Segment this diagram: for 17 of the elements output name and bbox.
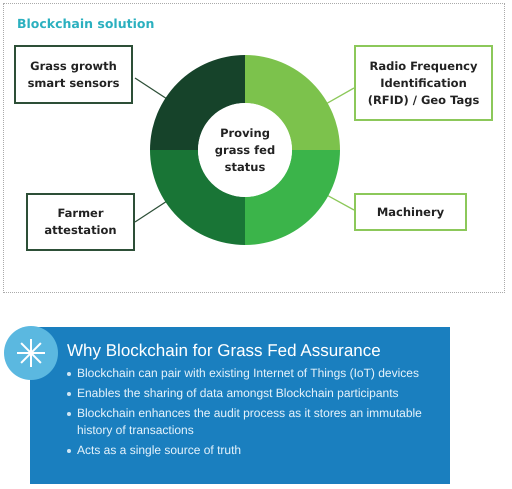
- bullet-item: Blockchain can pair with existing Internet of Things (IoT) devices: [65, 365, 450, 382]
- bullet-item: Blockchain enhances the audit process as it stores an immutable history of transactions: [65, 405, 450, 439]
- panel-frame: [3, 3, 505, 293]
- leader-line: [326, 194, 354, 211]
- label-box: Farmer attestation: [26, 193, 135, 251]
- label-box: Grass growth smart sensors: [14, 45, 133, 104]
- leader-line: [134, 77, 168, 100]
- leader-line: [326, 87, 354, 105]
- info-card: [30, 327, 450, 484]
- bullet-item: Enables the sharing of data amongst Blockchain participants: [65, 385, 450, 402]
- label-box: Machinery: [354, 193, 467, 231]
- bullet-item: Acts as a single source of truth: [65, 442, 450, 459]
- center-label: Proving grass fed status: [214, 124, 276, 176]
- panel-title: Blockchain solution: [17, 16, 154, 31]
- label-box: Radio Frequency Identification (RFID) / Geo Tags: [354, 45, 493, 121]
- card-heading: Why Blockchain for Grass Fed Assurance: [67, 341, 381, 361]
- leader-line: [134, 200, 168, 223]
